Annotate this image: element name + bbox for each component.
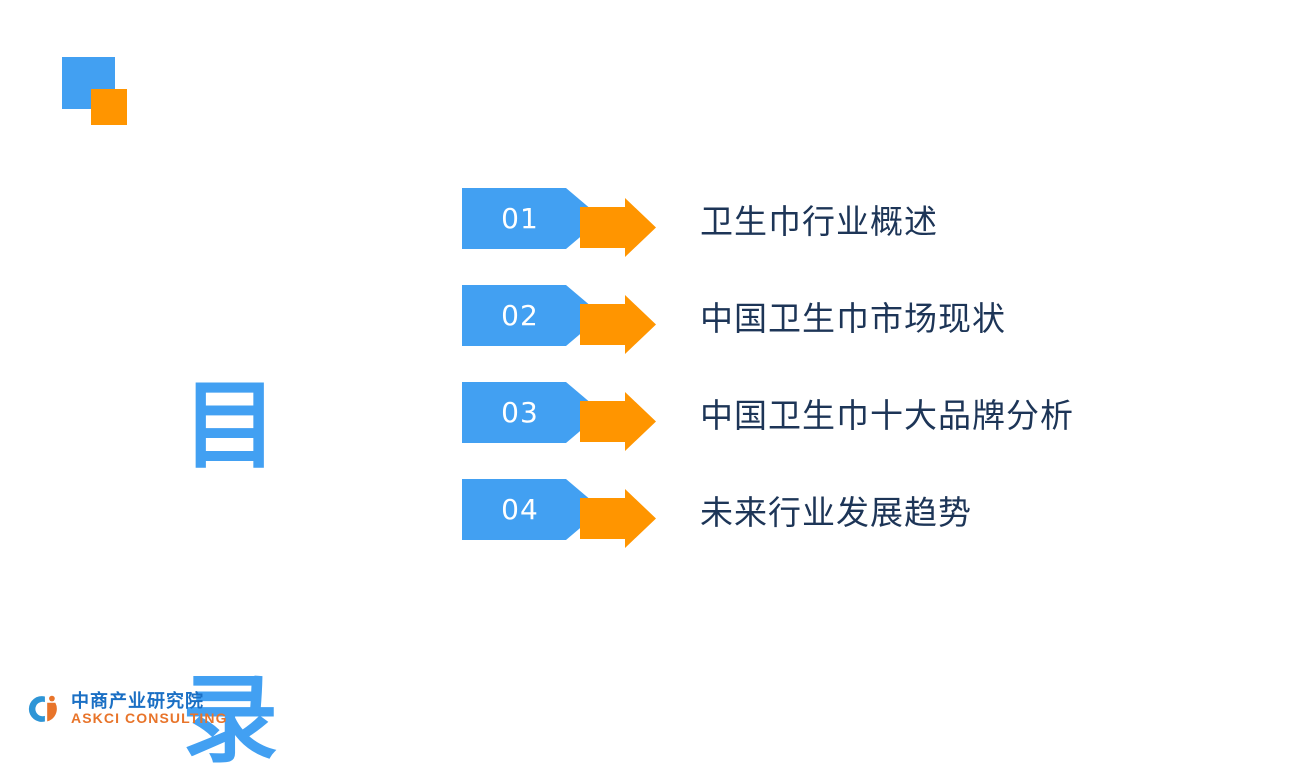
logo-name-en: ASKCI CONSULTING	[71, 710, 228, 727]
orange-arrow-icon	[580, 198, 656, 257]
page-title-char-1: 目	[182, 369, 278, 482]
page-title: 目 录	[170, 182, 290, 763]
list-item[interactable]: 01 卫生巾行业概述	[462, 186, 1242, 283]
logo-text: 中商产业研究院 ASKCI CONSULTING	[71, 690, 228, 727]
item-label[interactable]: 卫生巾行业概述	[700, 201, 938, 241]
decoration-squares	[62, 57, 138, 125]
list-item[interactable]: 02 中国卫生巾市场现状	[462, 283, 1242, 380]
askci-logo-icon	[28, 695, 57, 722]
page-title-char-2: 录	[182, 663, 278, 763]
list-item[interactable]: 04 未来行业发展趋势	[462, 477, 1242, 574]
item-number: 02	[501, 299, 539, 332]
arrow-badge: 01	[462, 186, 662, 258]
item-label[interactable]: 中国卫生巾十大品牌分析	[700, 395, 1074, 435]
logo-name-cn: 中商产业研究院	[71, 690, 204, 712]
item-label[interactable]: 未来行业发展趋势	[700, 492, 972, 532]
arrow-badge: 04	[462, 477, 662, 549]
orange-square-icon	[91, 89, 127, 125]
item-number: 03	[501, 396, 539, 429]
item-number: 04	[501, 493, 539, 526]
item-label[interactable]: 中国卫生巾市场现状	[700, 298, 1006, 338]
item-number: 01	[501, 202, 539, 235]
orange-arrow-icon	[580, 392, 656, 451]
list-item[interactable]: 03 中国卫生巾十大品牌分析	[462, 380, 1242, 477]
arrow-badge: 03	[462, 380, 662, 452]
contents-list: 01 卫生巾行业概述 02 中国卫生巾市场现状 03 中国卫生巾十大品牌分析	[462, 186, 1242, 574]
orange-arrow-icon	[580, 489, 656, 548]
company-logo: 中商产业研究院 ASKCI CONSULTING	[24, 690, 228, 728]
arrow-badge: 02	[462, 283, 662, 355]
orange-arrow-icon	[580, 295, 656, 354]
